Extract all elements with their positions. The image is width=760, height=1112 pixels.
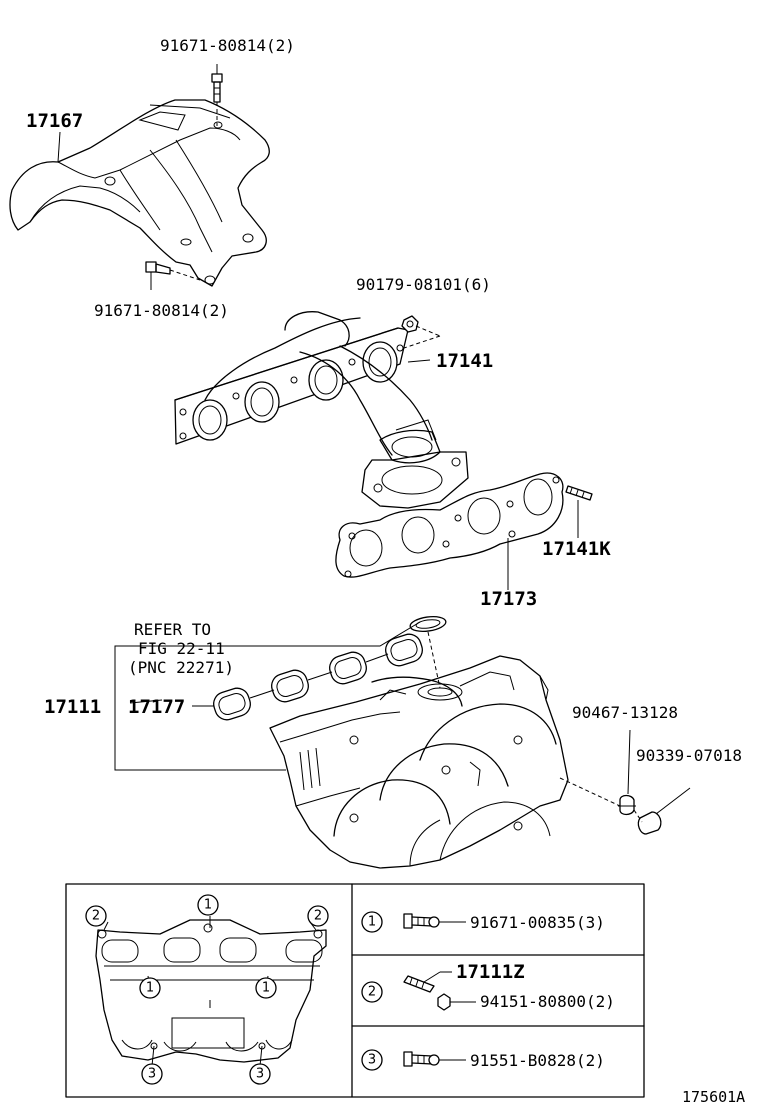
label-insulator-bolt-bottom: 91671-80814(2) (94, 301, 229, 320)
legend-row-3-marker: 3 (361, 1049, 383, 1071)
label-intake-manifold: 17111 (44, 696, 102, 718)
callout-markers: 1 2 2 1 1 3 3 1 2 3 (85, 894, 383, 1085)
plug-drawing (633, 787, 691, 835)
svg-text:2: 2 (368, 985, 376, 1000)
legend-bolt-2-drawing (403, 971, 476, 1011)
label-refer-line2: FIG 22-11 (138, 639, 225, 658)
svg-text:3: 3 (368, 1053, 376, 1068)
svg-text:1: 1 (368, 915, 376, 930)
callout-marker-2-right: 2 (307, 905, 329, 927)
callout-marker-1-left: 1 (139, 977, 161, 999)
leader-lines (57, 131, 509, 1008)
callout-marker-3-left: 3 (141, 1063, 163, 1085)
legend-row-2-marker: 2 (361, 981, 383, 1003)
stud-bolt-drawing (565, 485, 593, 538)
label-clamp: 90467-13128 (572, 703, 678, 722)
legend-row-2-part-b: 94151-80800(2) (480, 992, 615, 1011)
label-stud-bolt: 17141K (542, 538, 611, 560)
manifold-nut-drawing (401, 315, 441, 349)
label-intake-gasket: 17177 (128, 696, 186, 718)
svg-text:2: 2 (314, 909, 322, 924)
label-refer-line1: REFER TO (134, 620, 212, 639)
label-exhaust-gasket: 17173 (480, 588, 538, 610)
clamp-drawing (559, 729, 636, 816)
legend-row-3-part: 91551-B0828(2) (470, 1051, 605, 1070)
legend-bolt-3-drawing (403, 1051, 466, 1067)
callout-marker-3-right: 3 (249, 1063, 271, 1085)
label-exhaust-manifold: 17141 (436, 350, 494, 372)
legend-row-2-part-a: 17111Z (456, 961, 525, 983)
legend-row-1-part: 91671-00835(3) (470, 913, 605, 932)
label-heat-insulator: 17167 (26, 110, 84, 132)
label-insulator-bolt-top: 91671-80814(2) (160, 36, 295, 55)
callout-marker-1-right: 1 (255, 977, 277, 999)
callout-marker-2-left: 2 (85, 905, 107, 927)
label-refer-line3: (PNC 22271) (128, 658, 234, 677)
svg-text:2: 2 (92, 909, 100, 924)
heat-insulator-drawing (9, 99, 270, 287)
svg-text:3: 3 (256, 1067, 264, 1082)
intake-gasket-drawing (213, 615, 447, 721)
legend-box (65, 883, 645, 1098)
label-manifold-nut: 90179-08101(6) (356, 275, 491, 294)
svg-text:3: 3 (148, 1067, 156, 1082)
callout-marker-1-top: 1 (197, 894, 219, 916)
figure-id: 175601A (682, 1088, 746, 1106)
intake-manifold-drawing (269, 655, 569, 869)
legend-manifold-view (95, 916, 327, 1067)
svg-text:1: 1 (204, 898, 212, 913)
legend-row-1-marker: 1 (361, 911, 383, 933)
label-plug: 90339-07018 (636, 746, 742, 765)
legend-bolt-1-drawing (403, 913, 466, 929)
exhaust-manifold-drawing (174, 311, 469, 509)
svg-text:1: 1 (146, 981, 154, 996)
insulator-bolt-bottom-drawing (145, 261, 201, 290)
exhaust-gasket-drawing (335, 472, 564, 578)
svg-text:1: 1 (262, 981, 270, 996)
insulator-bolt-top-drawing (211, 64, 223, 126)
